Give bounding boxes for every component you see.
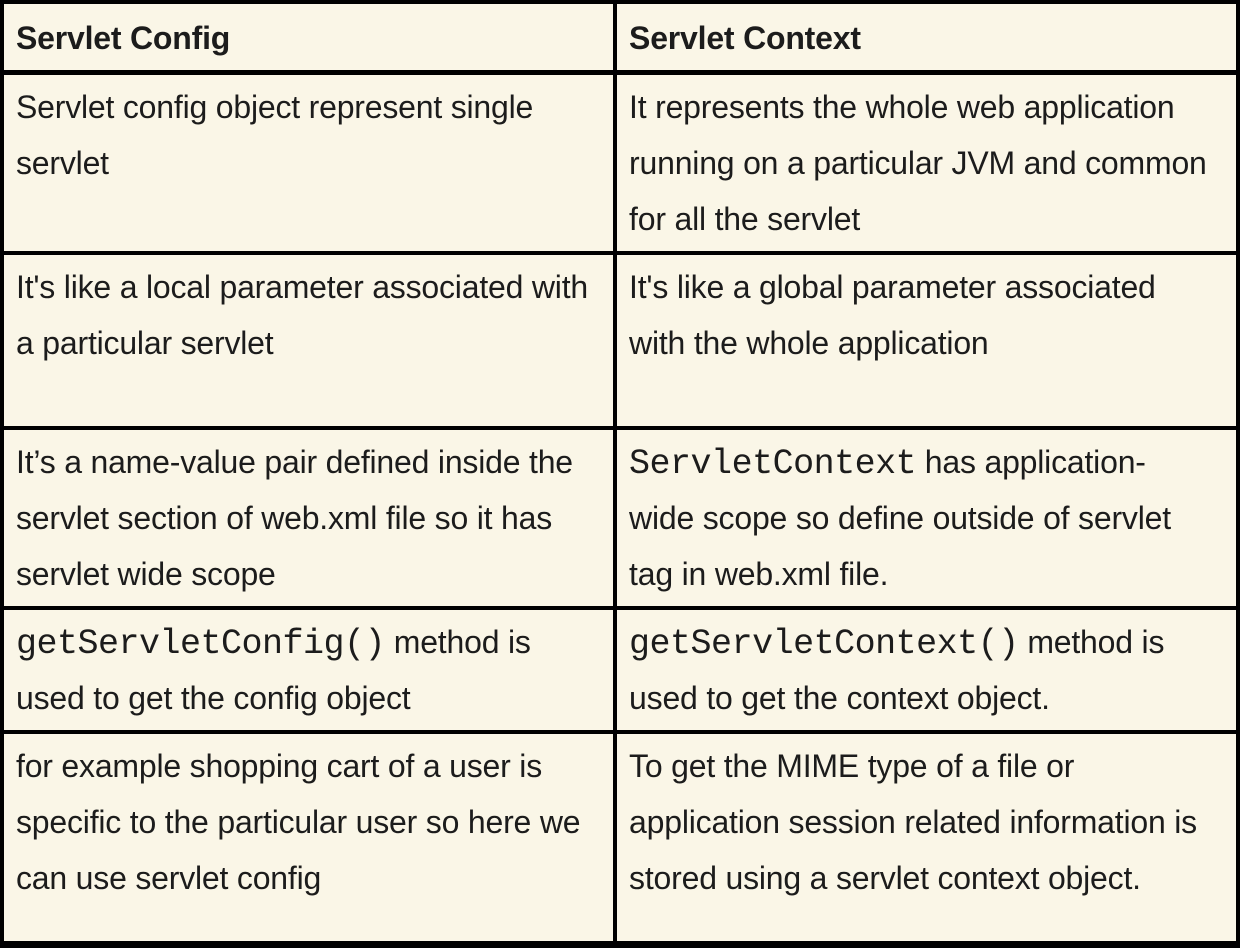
text-span: for example shopping cart of a user is s…	[16, 748, 581, 896]
table-row: Servlet config object represent single s…	[0, 70, 1240, 255]
text-span: Servlet config object represent single s…	[16, 89, 534, 181]
cell-servlet-config: for example shopping cart of a user is s…	[0, 730, 618, 947]
text-span: It’s a name-value pair defined inside th…	[16, 444, 573, 592]
text-span: It represents the whole web application …	[629, 89, 1207, 237]
cell-servlet-context: It's like a global parameter associated …	[613, 251, 1240, 430]
text-span: has application-wide scope so define out…	[629, 444, 1171, 592]
table-body: Servlet config object represent single s…	[0, 70, 1240, 947]
code-span: getServletConfig()	[16, 624, 386, 664]
table-row: getServletConfig() method is used to get…	[0, 606, 1240, 734]
text-span: It's like a local parameter associated w…	[16, 269, 588, 361]
table-row: It's like a local parameter associated w…	[0, 251, 1240, 430]
cell-servlet-context: To get the MIME type of a file or applic…	[613, 730, 1240, 947]
cell-servlet-config: It's like a local parameter associated w…	[0, 251, 618, 430]
column-header-servlet-config: Servlet Config	[0, 0, 618, 75]
cell-servlet-config: Servlet config object represent single s…	[0, 70, 618, 255]
cell-servlet-context: ServletContext has application-wide scop…	[613, 426, 1240, 610]
text-span: To get the MIME type of a file or applic…	[629, 748, 1197, 896]
cell-servlet-context: getServletContext() method is used to ge…	[613, 606, 1240, 734]
column-header-servlet-context: Servlet Context	[613, 0, 1240, 75]
header-row: Servlet Config Servlet Context	[0, 0, 1240, 75]
table-row: It’s a name-value pair defined inside th…	[0, 426, 1240, 610]
text-span: It's like a global parameter associated …	[629, 269, 1156, 361]
text-span: method is used to get the context object…	[629, 624, 1165, 716]
text-span: method is used to get the config object	[16, 624, 531, 716]
table-row: for example shopping cart of a user is s…	[0, 730, 1240, 947]
code-span: ServletContext	[629, 444, 917, 484]
cell-servlet-context: It represents the whole web application …	[613, 70, 1240, 255]
cell-servlet-config: It’s a name-value pair defined inside th…	[0, 426, 618, 610]
cell-servlet-config: getServletConfig() method is used to get…	[0, 606, 618, 734]
code-span: getServletContext()	[629, 624, 1019, 664]
